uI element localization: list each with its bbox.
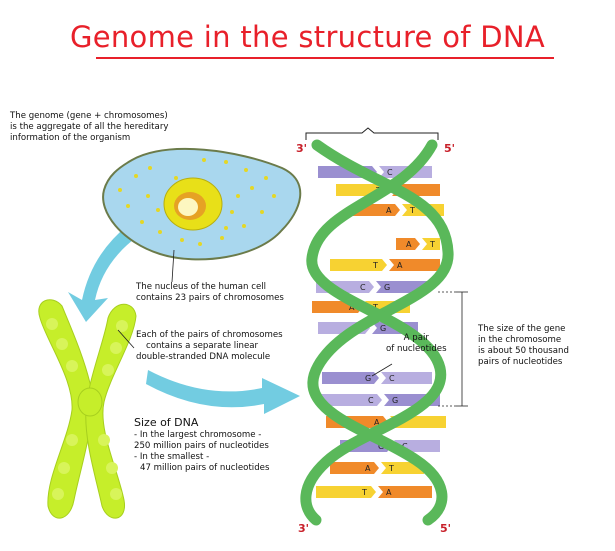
gene-size-line-1: The size of the gene [478,324,566,334]
base-letter: A [386,206,392,215]
nucleotide-pair-annotation: A pair of nucleotides [386,333,447,355]
dna-strand-right [300,139,447,526]
nucleus-line-2: contains 23 pairs of chromosomes [136,293,284,303]
chromosome-pairs-annotation: Each of the pairs of chromosomes contain… [136,330,283,363]
dna-size-line-1: - In the largest chromosome - [134,430,262,440]
pairs-line-1: Each of the pairs of chromosomes [136,330,283,340]
cell-dots [118,158,276,246]
pairs-line-3: double-stranded DNA molecule [136,352,271,362]
human-cell [102,147,302,261]
base-T [381,462,424,474]
base-letter: A [374,418,380,427]
dna-size-line-2: 250 million pairs of nucleotides [134,441,269,451]
page-title: Genome in the structure of DNA [69,20,546,54]
base-letter: A [365,464,371,473]
strand-end-bottom-right: 5' [440,522,451,535]
base-letter: A [406,240,412,249]
base-T [316,486,376,498]
chromosome-bands [46,318,128,500]
base-letter: G [365,374,371,383]
base-letter: A [386,488,392,497]
strand-end-top-right: 5' [444,142,455,155]
chromosome [38,299,137,519]
base-letter: C [387,168,393,177]
title-underline [96,57,554,59]
base-letter: G [380,324,386,333]
gene-size-line-2: in the chromosome [478,335,562,345]
base-C [320,394,382,406]
dna-size-line-4: 47 million pairs of nucleotides [140,463,270,473]
pairs-line-2: contains a separate linear [146,341,259,351]
gene-size-line-3: is about 50 thousand [478,346,569,356]
base-letter: T [429,240,435,249]
genome-annotation: The genome (gene + chromosomes) is the a… [10,111,168,144]
top-brace [305,127,439,140]
genome-line-1: The genome (gene + chromosomes) [10,111,168,121]
strand-end-top-left: 3' [296,142,307,155]
gene-size-bracket [438,291,468,407]
base-letter: A [397,261,403,270]
base-letter: C [389,374,395,383]
genome-line-2: is the aggregate of all the hereditary [10,122,169,132]
nucleotide-pair-line-2: of nucleotides [386,344,447,354]
dna-size-line-3: - In the smallest - [134,452,210,462]
base-letter: C [402,442,408,451]
genome-line-3: information of the organism [10,133,131,143]
base-A [396,238,420,250]
nucleus-annotation: The nucleus of the human cell contains 2… [136,282,284,304]
dna-strand-left [307,139,454,526]
base-letter: G [384,283,390,292]
base-letter: T [409,206,415,215]
dna-size-title: Size of DNA [134,416,199,429]
base-letter: C [360,283,366,292]
nucleus-line-1: The nucleus of the human cell [136,282,267,292]
gene-size-line-4: pairs of nucleotides [478,357,563,367]
base-letter: T [388,464,394,473]
chromosome-pointer [117,329,135,349]
base-A [378,486,432,498]
base-letter: C [368,396,374,405]
arrow-cell-to-chromosome [68,222,138,322]
base-letter: A [349,303,355,312]
base-letter: T [361,488,367,497]
base-letter: G [392,396,398,405]
strand-end-bottom-left: 3' [298,522,309,535]
base-T [330,259,387,271]
base-C [381,372,432,384]
base-A [330,462,379,474]
dna-size-annotation: - In the largest chromosome - 250 millio… [134,430,269,474]
cell-nucleus [163,177,223,231]
base-A [389,259,440,271]
base-letter: T [372,261,378,270]
base-G [322,372,379,384]
gene-size-annotation: The size of the gene in the chromosome i… [478,324,569,368]
nucleus-pointer [171,249,175,283]
nucleotide-pair-line-1: A pair [403,333,429,343]
base-T [422,238,440,250]
arrow-chromosome-to-dna [146,370,300,414]
nucleotide-pair-pointer [371,363,393,377]
